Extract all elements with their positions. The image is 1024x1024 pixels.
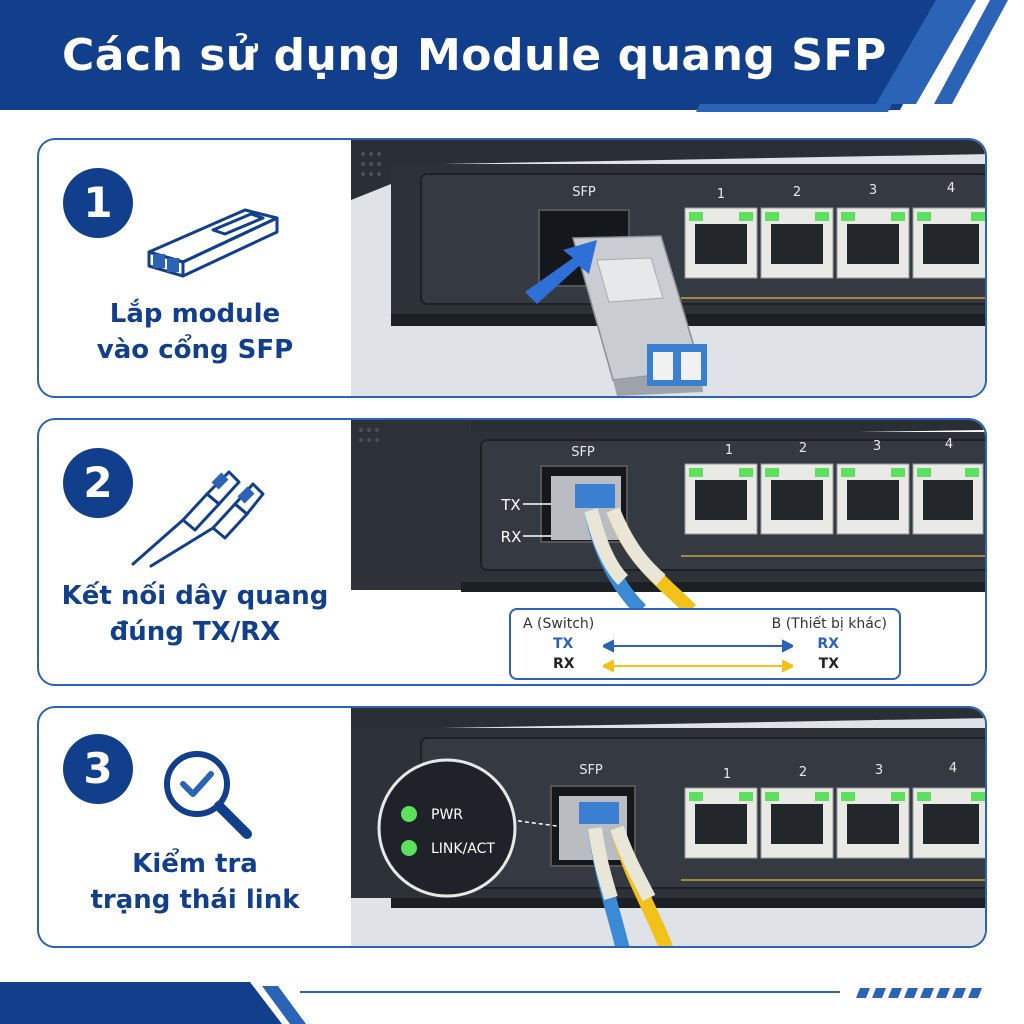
- step-1-label-line-1: Lắp module: [109, 299, 281, 329]
- step-2-photo: SFP TX RX: [351, 420, 985, 684]
- step-2-port-1: 1: [725, 443, 733, 458]
- step-1-port-3: 3: [869, 183, 877, 198]
- step-1-info: 1 Lắp module vào cổng SFP: [39, 140, 351, 396]
- step-1-label-line-2: vào cổng SFP: [96, 335, 294, 365]
- page-title: Cách sử dụng Module quang SFP: [62, 30, 887, 81]
- step-2-info: 2 Kết nối dây quang đúng TX/RX: [39, 420, 351, 684]
- sfp-module-photo: [572, 235, 707, 396]
- step-2-sfp-label: SFP: [571, 445, 595, 460]
- step-3-port-1: 1: [723, 767, 731, 782]
- fiber-cable-icon: [131, 470, 265, 568]
- step-2-label: Kết nối dây quang đúng TX/RX: [39, 578, 351, 650]
- step-2-port-3: 3: [873, 439, 881, 454]
- pwr-led: [401, 806, 417, 822]
- banner-shape: [0, 0, 1008, 112]
- step-2-label-line-2: đúng TX/RX: [109, 617, 281, 647]
- fiber-cables-3: [588, 825, 673, 946]
- step-3-port-3: 3: [875, 763, 883, 778]
- mapping-arrows: [603, 639, 793, 673]
- fiber-cables: [584, 507, 696, 615]
- mapping-row1-left: TX: [553, 636, 574, 652]
- tx-rx-mapping: A (Switch) B (Thiết bị khác) TX RX RX TX: [509, 608, 901, 680]
- step-3-port-2: 2: [799, 765, 807, 780]
- step-3-label-line-1: Kiểm tra: [132, 849, 258, 879]
- pwr-label: PWR: [431, 807, 463, 823]
- led-callout: [377, 758, 517, 898]
- step-1-photo: SFP 1 2 3 4: [351, 140, 985, 396]
- step-2-number: 2: [63, 448, 133, 518]
- step-1-number: 1: [63, 168, 133, 238]
- step-2-rx-label: RX: [501, 528, 522, 546]
- step-2-port-2: 2: [799, 441, 807, 456]
- step-3-card: 3 Kiểm tra trạng thái link SFP: [37, 706, 987, 948]
- mapping-row1-right: RX: [817, 636, 839, 652]
- step-3-number: 3: [63, 734, 133, 804]
- step-2-card: 2 Kết nối dây quang đúng TX/RX: [37, 418, 987, 686]
- footer-decoration: [0, 968, 1024, 1024]
- switch-illustration-1: SFP 1 2 3 4: [351, 140, 985, 396]
- step-3-info: 3 Kiểm tra trạng thái link: [39, 708, 351, 946]
- mapping-row2-right: TX: [818, 656, 839, 672]
- step-3-label-line-2: trạng thái link: [90, 885, 300, 915]
- step-3-label: Kiểm tra trạng thái link: [39, 846, 351, 918]
- step-1-card: 1 Lắp module vào cổng SFP: [37, 138, 987, 398]
- mapping-right-header: B (Thiết bị khác): [771, 616, 887, 632]
- step-1-ports: [684, 207, 985, 279]
- step-3-photo: SFP 1 2: [351, 708, 985, 946]
- header-banner: Cách sử dụng Module quang SFP: [0, 0, 1024, 118]
- switch-illustration-3: SFP 1 2: [351, 708, 985, 946]
- step-2-label-line-1: Kết nối dây quang: [61, 581, 329, 611]
- step-1-port-2: 2: [793, 185, 801, 200]
- mapping-left-header: A (Switch): [523, 616, 595, 632]
- step-1-label: Lắp module vào cổng SFP: [39, 296, 351, 368]
- link-act-label: LINK/ACT: [431, 841, 495, 857]
- step-1-sfp-label: SFP: [572, 185, 596, 200]
- link-act-led: [401, 840, 417, 856]
- magnifier-check-icon: [164, 751, 252, 839]
- sfp-module-icon: [147, 208, 279, 278]
- step-3-port-4: 4: [949, 761, 957, 776]
- mapping-row2-left: RX: [553, 656, 575, 672]
- insert-arrow: [525, 240, 597, 304]
- step-2-ports: [684, 463, 984, 535]
- step-2-port-4: 4: [945, 437, 953, 452]
- footer-shapes: [0, 982, 982, 1024]
- step-3-ports: [684, 787, 985, 859]
- step-3-sfp-label: SFP: [579, 763, 603, 778]
- step-1-port-1: 1: [717, 187, 725, 202]
- step-1-port-4: 4: [947, 181, 955, 196]
- step-2-tx-label: TX: [500, 496, 520, 514]
